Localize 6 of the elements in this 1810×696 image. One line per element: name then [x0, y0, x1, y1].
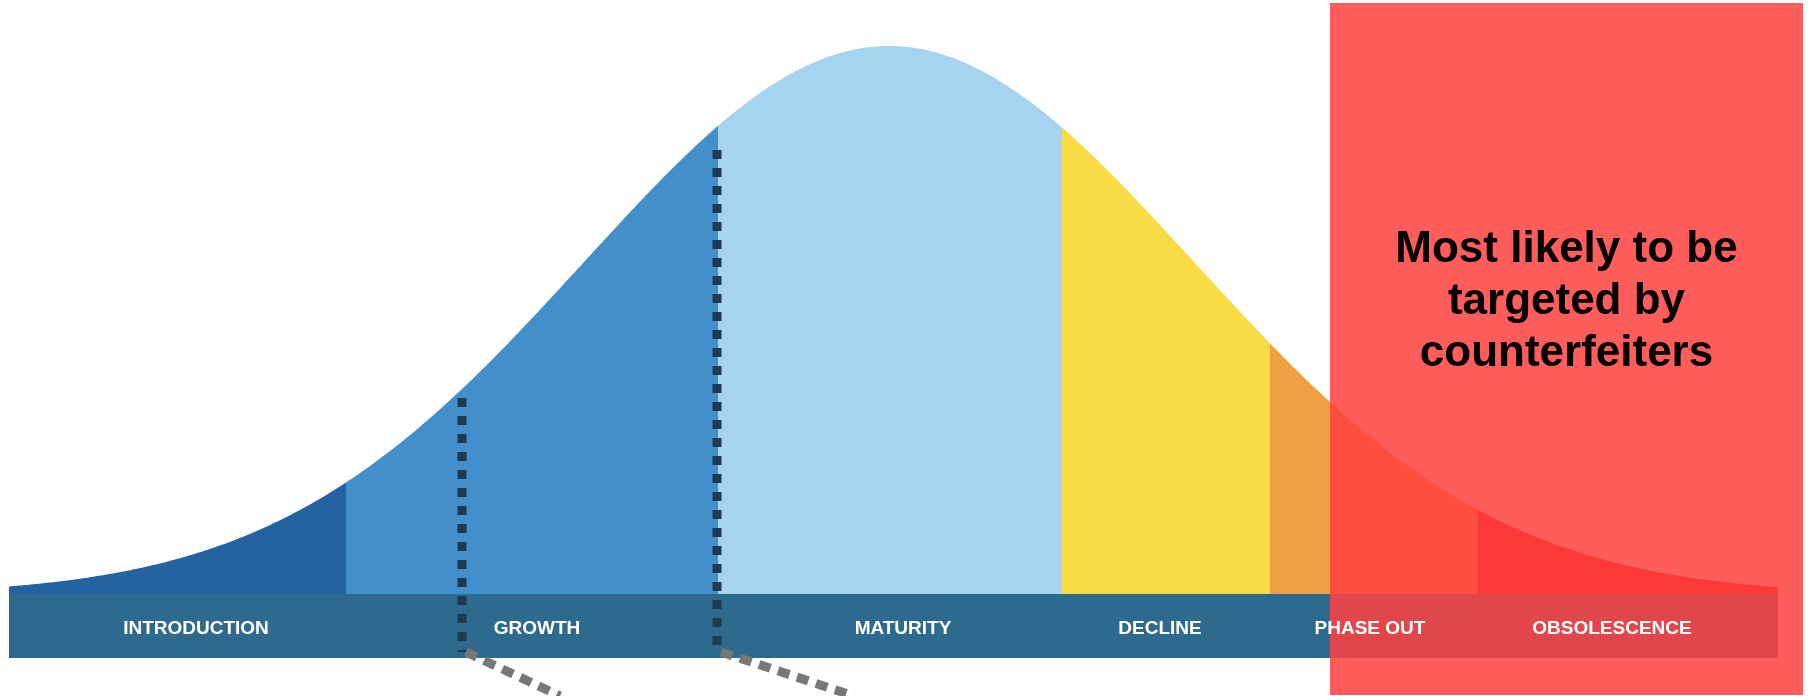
stage-label: INTRODUCTION: [123, 616, 269, 640]
stage-label: DECLINE: [1118, 616, 1202, 640]
stage-label: GROWTH: [493, 616, 581, 640]
stage-label: MATURITY: [854, 616, 952, 640]
callout-text: Most likely to be targeted by counterfeiters: [1394, 221, 1739, 377]
stage-label: OBSOLESCENCE: [1532, 616, 1692, 640]
